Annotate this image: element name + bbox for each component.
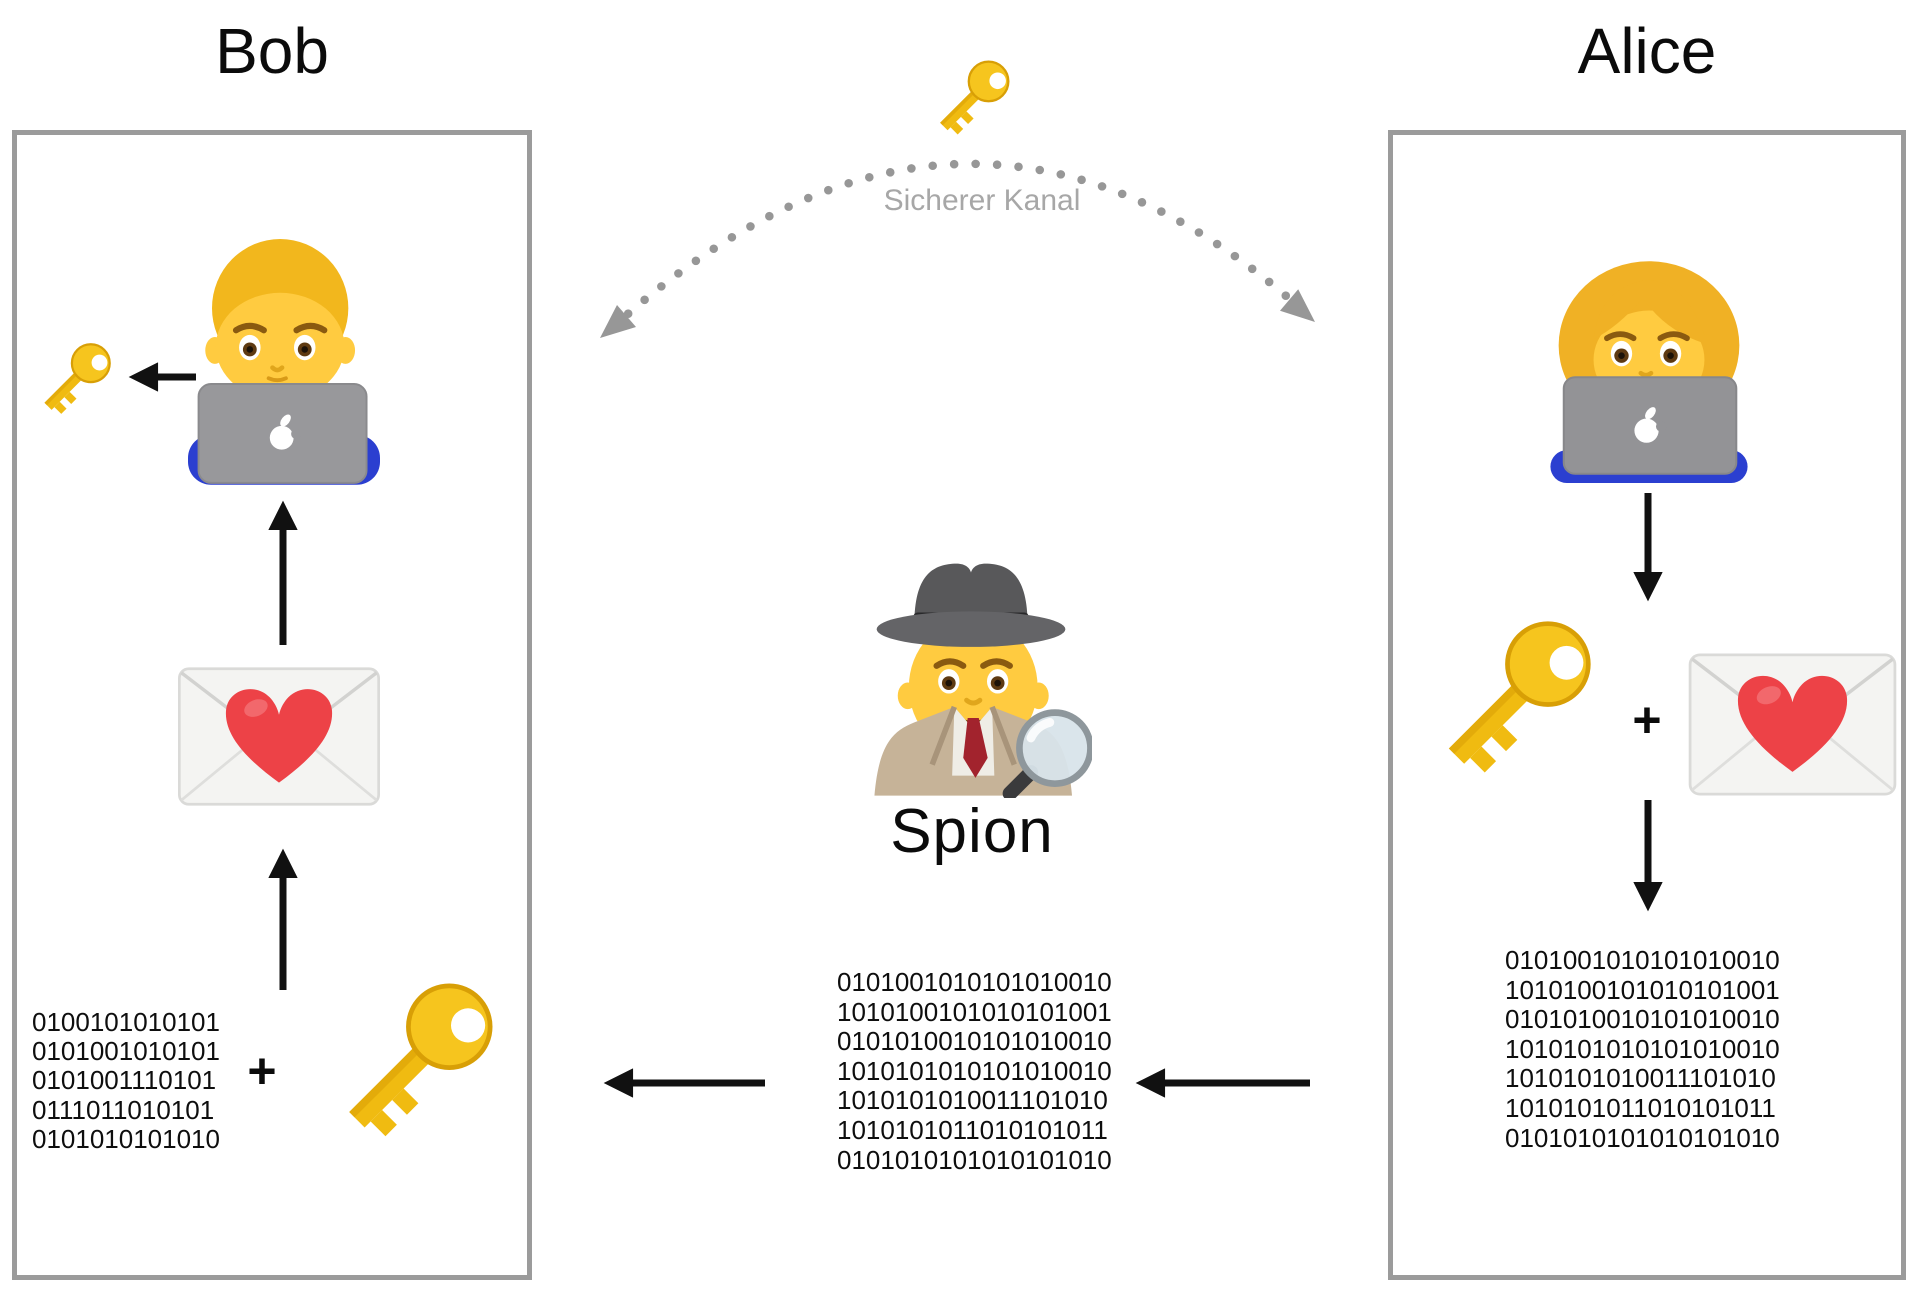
key-icon-bob-received [30,336,118,424]
binary-line: 1010101010011101010 [837,1085,1108,1116]
spy-label: Spion [890,797,1054,866]
bob-title: Bob [215,15,329,87]
key-icon-alice-encrypt [1418,606,1606,794]
binary-line: 0101010101010 [32,1123,220,1154]
binary-line: 0100101010101 [32,1007,220,1037]
love-letter-icon-alice [1688,652,1897,797]
secure-channel-label: Sicherer Kanal [883,184,1081,217]
key-icon-secure-channel [925,53,1017,145]
alice-binary-block: 0101001010101010010 1010100101010101001 … [1505,945,1780,1153]
binary-line: 1010100101010101001 [837,996,1112,1027]
binary-line: 0101010101010101010 [837,1144,1112,1175]
key-icon-bob-decrypt [318,968,508,1158]
man-technologist-icon [188,235,380,485]
binary-line: 0111011010101 [32,1094,215,1125]
binary-line: 0101001010101 [32,1036,220,1067]
binary-line: 0101001110101 [32,1065,217,1096]
binary-line: 0101010010101010010 [1505,1004,1780,1035]
woman-technologist-icon [1546,253,1752,483]
bob-binary-block: 0100101010101 0101001010101 010100111010… [32,1007,220,1154]
binary-line: 0101001010101010010 [1505,945,1780,975]
binary-line: 1010101011010101011 [837,1114,1108,1145]
love-letter-icon-bob [177,666,381,807]
alice-title: Alice [1577,15,1717,87]
alice-plus-sign: + [1632,692,1662,748]
secure-channel-dotted-arc [607,159,1305,333]
binary-line: 0101010101010101010 [1505,1122,1780,1153]
binary-line: 0101001010101010010 [837,967,1112,997]
binary-line: 1010101010101010010 [837,1055,1112,1086]
bob-plus-sign: + [247,1043,277,1099]
secure-channel-arrowhead-right-icon [1280,289,1315,322]
intercepted-binary-block: 0101001010101010010 1010100101010101001 … [837,967,1112,1175]
binary-line: 1010101011010101011 [1505,1092,1776,1123]
secure-channel-arrowhead-left-icon [600,305,636,338]
binary-line: 0101010010101010010 [837,1026,1112,1057]
binary-line: 1010101010011101010 [1505,1063,1776,1094]
detective-icon [870,558,1092,798]
binary-line: 1010101010101010010 [1505,1033,1780,1064]
binary-line: 1010100101010101001 [1505,974,1780,1005]
